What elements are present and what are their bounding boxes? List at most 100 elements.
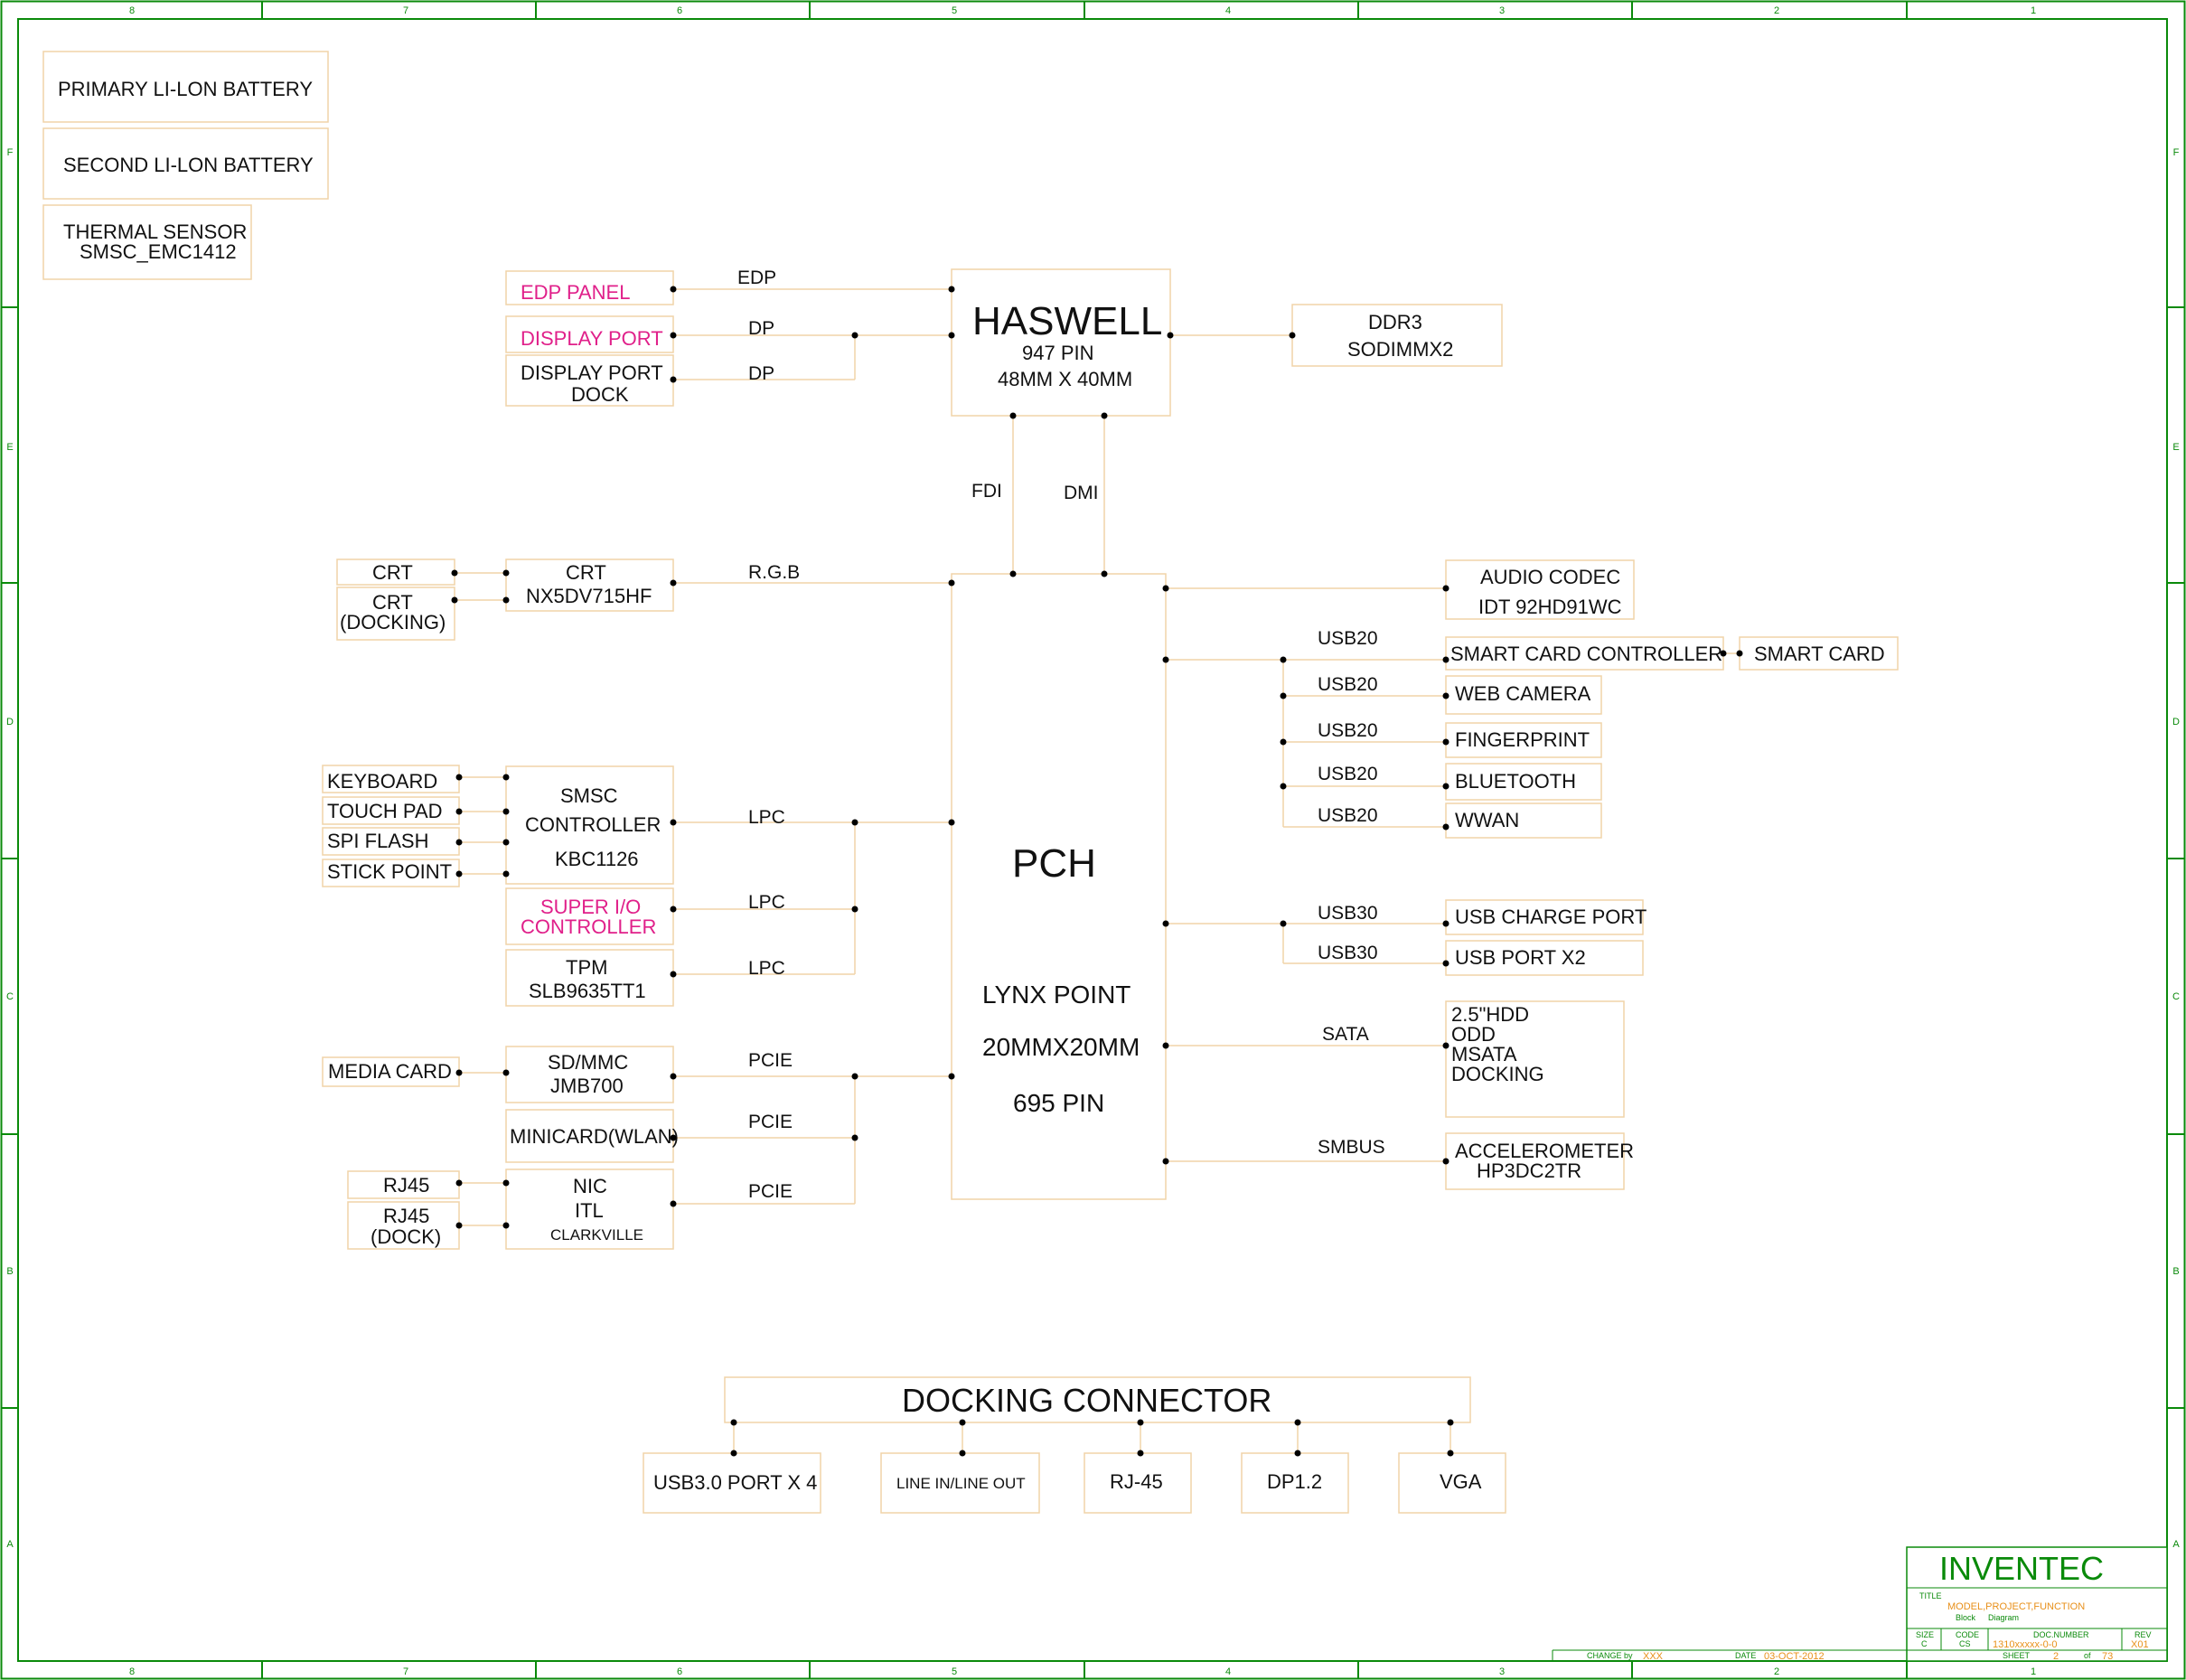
dock-vga-box: VGA (1398, 1452, 1506, 1514)
nic-box: NIC ITL CLARKVILLE (505, 1168, 674, 1250)
col-label: 2 (1774, 5, 1779, 16)
date-value: 03-OCT-2012 (1764, 1651, 1825, 1662)
display-port-label: DISPLAY PORT (521, 327, 663, 350)
crt-box: CRT (336, 558, 455, 586)
col-label: 5 (952, 5, 957, 16)
dock-dp-box: DP1.2 (1241, 1452, 1349, 1514)
signal-usb30: USB30 (1318, 903, 1378, 924)
edp-panel-label: EDP PANEL (521, 281, 630, 304)
signal-smbus: SMBUS (1318, 1137, 1385, 1158)
company-name: INVENTEC (1939, 1550, 2104, 1587)
col-label: 3 (1499, 5, 1505, 16)
sd-mmc-label: SD/MMC (548, 1051, 628, 1074)
subtitle-block: Block (1956, 1613, 1976, 1622)
signal-rgb: R.G.B (748, 562, 800, 583)
smart-card-label: SMART CARD (1754, 643, 1885, 665)
docking-connector-title: DOCKING CONNECTOR (902, 1382, 1271, 1419)
signal-lpc-superio: LPC (748, 892, 785, 913)
storage-msata: MSATA (1451, 1043, 1517, 1065)
memory-box: DDR3 SODIMMX2 (1291, 304, 1503, 367)
tpm-part: SLB9635TT1 (529, 980, 646, 1002)
col-label: 8 (129, 1666, 135, 1677)
stickpoint-label: STICK POINT (327, 860, 452, 883)
docnum-value: 1310xxxxx-0-0 (1993, 1639, 2058, 1650)
signal-usb20: USB20 (1318, 764, 1378, 784)
subtitle-diagram: Diagram (1988, 1613, 2019, 1622)
docnum-label: DOC.NUMBER (2033, 1630, 2089, 1639)
signal-lpc-ec: LPC (748, 807, 785, 828)
dock-rj45-box: RJ-45 (1084, 1452, 1192, 1514)
signal-lpc-tpm: LPC (748, 958, 785, 979)
sd-mmc-part: JMB700 (550, 1075, 624, 1097)
usb-port-box: USB PORT X2 (1445, 940, 1644, 976)
pch-line3: 695 PIN (1013, 1089, 1104, 1117)
rj45-box: RJ45 (347, 1170, 460, 1199)
row-label: E (6, 442, 13, 453)
changeby-value: XXX (1643, 1651, 1664, 1662)
signal-pcie-minicard: PCIE (748, 1112, 793, 1132)
rev-label: REV (2134, 1630, 2152, 1639)
touchpad-box: TOUCH PAD (322, 796, 460, 825)
rj45-dock-sub: (DOCK) (371, 1225, 441, 1248)
pch-box: PCH LYNX POINT 20MMX20MM 695 PIN (951, 573, 1167, 1200)
storage-odd: ODD (1451, 1023, 1496, 1046)
display-port-dock-sub: DOCK (571, 383, 629, 406)
signal-sata: SATA (1322, 1024, 1369, 1045)
media-card-box: MEDIA CARD (322, 1056, 460, 1087)
ec-label: SMSC (560, 784, 618, 807)
cpu-size: 48MM X 40MM (998, 368, 1132, 390)
edp-panel-box: EDP PANEL (505, 270, 674, 305)
thermal-sensor-box: THERMAL SENSOR SMSC_EMC1412 (42, 204, 252, 280)
accelerometer-label: ACCELEROMETER (1455, 1140, 1634, 1162)
date-label: DATE (1735, 1651, 1756, 1660)
signal-fdi: FDI (971, 481, 1002, 502)
row-label: F (2173, 147, 2180, 158)
docking-connector-box: DOCKING CONNECTOR (724, 1376, 1471, 1423)
crt-chip-label: CRT (566, 561, 606, 584)
dock-usb-label: USB3.0 PORT X 4 (653, 1471, 817, 1494)
code-value: CS (1959, 1639, 1971, 1648)
tpm-label: TPM (566, 956, 607, 979)
dock-line-box: LINE IN/LINE OUT (880, 1452, 1040, 1514)
signal-usb20: USB20 (1318, 674, 1378, 695)
col-label: 6 (677, 1666, 682, 1677)
row-label: B (2172, 1266, 2179, 1277)
cpu-haswell-box: HASWELL 947 PIN 48MM X 40MM (951, 268, 1171, 417)
superio-box: SUPER I/O CONTROLLER (505, 887, 674, 945)
thermal-sensor-part: SMSC_EMC1412 (80, 240, 237, 263)
usb-port-label: USB PORT X2 (1455, 946, 1586, 969)
bluetooth-box: BLUETOOTH (1445, 763, 1602, 801)
title-block: INVENTEC TITLE MODEL,PROJECT,FUNCTION Bl… (1552, 1546, 2168, 1662)
spiflash-label: SPI FLASH (327, 830, 428, 852)
ec-sub: CONTROLLER (525, 813, 661, 836)
col-label: 4 (1225, 5, 1231, 16)
col-label: 4 (1225, 1666, 1231, 1677)
cpu-name: HASWELL (972, 299, 1162, 343)
row-label: A (6, 1539, 14, 1550)
web-camera-label: WEB CAMERA (1455, 682, 1591, 705)
media-card-label: MEDIA CARD (328, 1060, 452, 1083)
signal-dp-dock: DP (748, 363, 774, 384)
crt-docking-box: CRT (DOCKING) (336, 587, 455, 641)
col-label: 1 (2031, 5, 2036, 16)
junction-dots (451, 286, 1743, 1457)
col-label: 6 (677, 5, 682, 16)
nic-part: CLARKVILLE (550, 1226, 643, 1244)
stickpoint-box: STICK POINT (322, 859, 460, 887)
row-label: A (2172, 1539, 2180, 1550)
tpm-box: TPM SLB9635TT1 (505, 949, 674, 1007)
storage-box: 2.5"HDD ODD MSATA DOCKING (1445, 1000, 1625, 1118)
ec-controller-box: SMSC CONTROLLER KBC1126 (505, 765, 674, 885)
touchpad-label: TOUCH PAD (327, 800, 443, 822)
minicard-box: MINICARD(WLAN) (505, 1109, 679, 1163)
col-label: 3 (1499, 1666, 1505, 1677)
col-label: 2 (1774, 1666, 1779, 1677)
minicard-label: MINICARD(WLAN) (510, 1125, 679, 1148)
fingerprint-label: FINGERPRINT (1455, 728, 1590, 751)
signal-usb20: USB20 (1318, 628, 1378, 649)
superio-label: SUPER I/O (540, 896, 641, 918)
keyboard-box: KEYBOARD (322, 765, 460, 793)
storage-hdd: 2.5"HDD (1451, 1003, 1529, 1026)
